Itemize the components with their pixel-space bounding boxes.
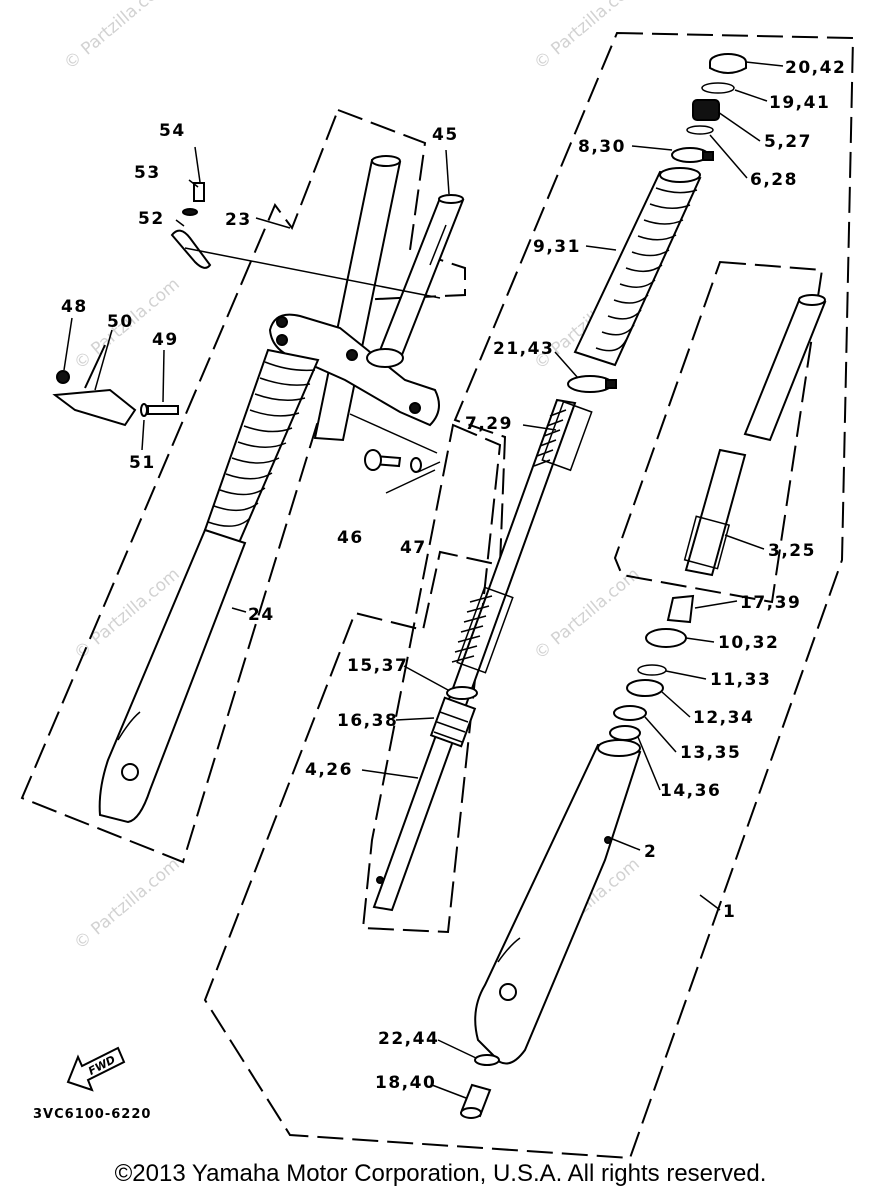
callout-47: 47: [400, 538, 427, 558]
left-outer-tube: [98, 528, 247, 824]
callout-10-32: 10,32: [718, 633, 779, 653]
guide-bushing: [609, 725, 641, 741]
damper-group-outline: [361, 423, 502, 934]
callout-9-31: 9,31: [533, 237, 581, 257]
right-outer-tube: [474, 743, 642, 1065]
left-fork-drawing: [98, 155, 465, 824]
bracket-bolt: [409, 402, 421, 414]
callout-5-27: 5,27: [764, 132, 812, 152]
copyright-notice: ©2013 Yamaha Motor Corporation, U.S.A. A…: [114, 1160, 767, 1187]
callout-14-36: 14,36: [660, 781, 721, 801]
damper-rod-top: [375, 196, 465, 362]
washer-seal: [613, 705, 647, 721]
callout-22-44: 22,44: [378, 1029, 439, 1049]
retaining-clip: [637, 664, 667, 676]
callout-50: 50: [107, 312, 134, 332]
callout-49: 49: [152, 330, 179, 350]
circlip: [701, 82, 735, 94]
bracket-bolt: [346, 349, 358, 361]
watermark: © Partzilla.com: [530, 0, 643, 74]
damper-rod: [372, 398, 577, 912]
callout-8-30: 8,30: [578, 137, 626, 157]
watermark: © Partzilla.com: [70, 854, 183, 954]
bolt-washer: [474, 1054, 500, 1066]
cap-bolt: [692, 99, 720, 121]
watermark: © Partzilla.com: [530, 564, 643, 664]
fwd-arrow-icon: [66, 1046, 126, 1092]
watermarks: © Partzilla.com © Partzilla.com © Partzi…: [60, 0, 643, 954]
oil-seal: [626, 679, 664, 697]
left-fork-boot: [203, 348, 320, 547]
callout-18-40: 18,40: [375, 1073, 436, 1093]
hose-clamp-parts: [52, 182, 441, 427]
callout-6-28: 6,28: [750, 170, 798, 190]
right-fork-boot: [573, 167, 702, 367]
callout-2: 2: [644, 842, 657, 862]
hose-guide: [52, 388, 137, 427]
callout-3-25: 3,25: [768, 541, 816, 561]
fork-assembly-outline-right: [203, 31, 855, 1160]
callout-45: 45: [432, 125, 459, 145]
dust-seal: [645, 628, 687, 648]
callout-4-26: 4,26: [305, 760, 353, 780]
rebound-spring: [533, 400, 593, 472]
callout-52: 52: [138, 209, 165, 229]
washer: [140, 403, 148, 417]
o-ring: [686, 125, 714, 135]
part-code: 3VC6100-6220: [33, 1107, 151, 1122]
inner-tube-group-outline: [613, 260, 824, 604]
callout-15-37: 15,37: [347, 656, 408, 676]
callout-48: 48: [61, 297, 88, 317]
bracket-bolt: [276, 316, 288, 328]
ring: [446, 686, 478, 700]
callout-21-43: 21,43: [493, 339, 554, 359]
callout-24: 24: [248, 605, 275, 625]
callout-13-35: 13,35: [680, 743, 741, 763]
fwd-arrow: FWD: [66, 1046, 126, 1092]
right-inner-tube: [743, 296, 827, 442]
callout-51: 51: [129, 453, 156, 473]
callout-54: 54: [159, 121, 186, 141]
piston: [429, 696, 477, 748]
bracket-bolt: [276, 334, 288, 346]
callout-11-33: 11,33: [710, 670, 771, 690]
axle-hole: [499, 983, 517, 1001]
guide-bolt: [56, 370, 70, 384]
callout-46: 46: [337, 528, 364, 548]
callout-7-29: 7,29: [465, 414, 513, 434]
lower-bracket-bolt: [364, 449, 422, 473]
callout-1: 1: [723, 902, 736, 922]
callout-19-41: 19,41: [769, 93, 830, 113]
washer-small: [182, 208, 198, 216]
washer-47: [410, 457, 422, 473]
right-fork-drawing: [460, 53, 827, 1119]
oil-lock-piece: [666, 594, 695, 624]
damper-rod-cap: [438, 194, 464, 204]
leader-lines: [63, 61, 784, 1099]
callout-12-34: 12,34: [693, 708, 754, 728]
damper-spring: [451, 586, 514, 674]
bolt: [147, 405, 179, 415]
callout-53: 53: [134, 163, 161, 183]
callout-labels: 20,42 19,41 5,27 6,28 8,30 9,31 21,43 7,…: [61, 58, 846, 1093]
callout-23: 23: [225, 210, 252, 230]
screw: [193, 182, 205, 202]
callout-16-38: 16,38: [337, 711, 398, 731]
bracket-clamp: [366, 348, 404, 368]
callout-20-42: 20,42: [785, 58, 846, 78]
watermark: © Partzilla.com: [60, 0, 173, 74]
damper-rod-drawing: [372, 398, 593, 912]
inner-tube-top: [371, 155, 401, 167]
callout-17-39: 17,39: [740, 593, 801, 613]
axle-hole: [121, 763, 139, 781]
